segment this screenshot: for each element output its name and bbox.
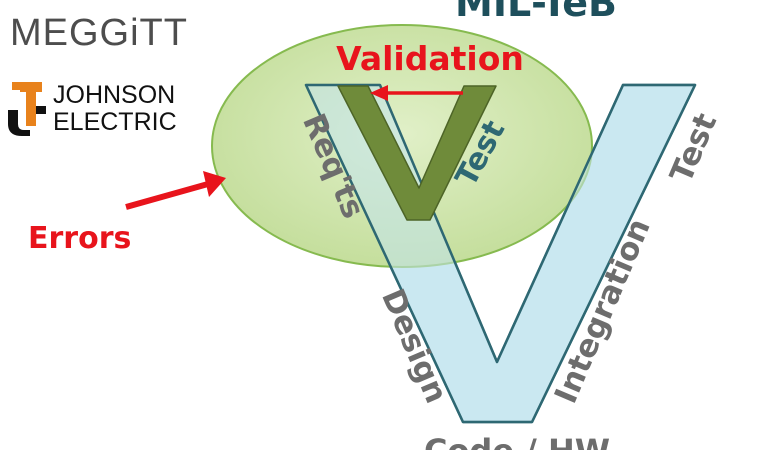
johnson-electric-mark-icon: [8, 82, 46, 136]
johnson-electric-logo: JOHNSON ELECTRIC: [6, 80, 206, 140]
meggitt-logo: MEGGiTT: [10, 12, 188, 54]
electric-label: ELECTRIC: [53, 108, 177, 136]
validation-arrow-head: [370, 85, 388, 101]
validation-label: Validation: [336, 39, 524, 78]
inner-v-shape: [337, 85, 497, 221]
code-hw-label: Code / HW: [424, 432, 610, 450]
errors-label: Errors: [28, 221, 131, 256]
slide-title: MIL-TeB: [455, 0, 617, 25]
errors-arrow-head: [203, 171, 226, 197]
errors-arrow-shaft: [125, 181, 209, 210]
johnson-label: JOHNSON: [53, 81, 176, 109]
